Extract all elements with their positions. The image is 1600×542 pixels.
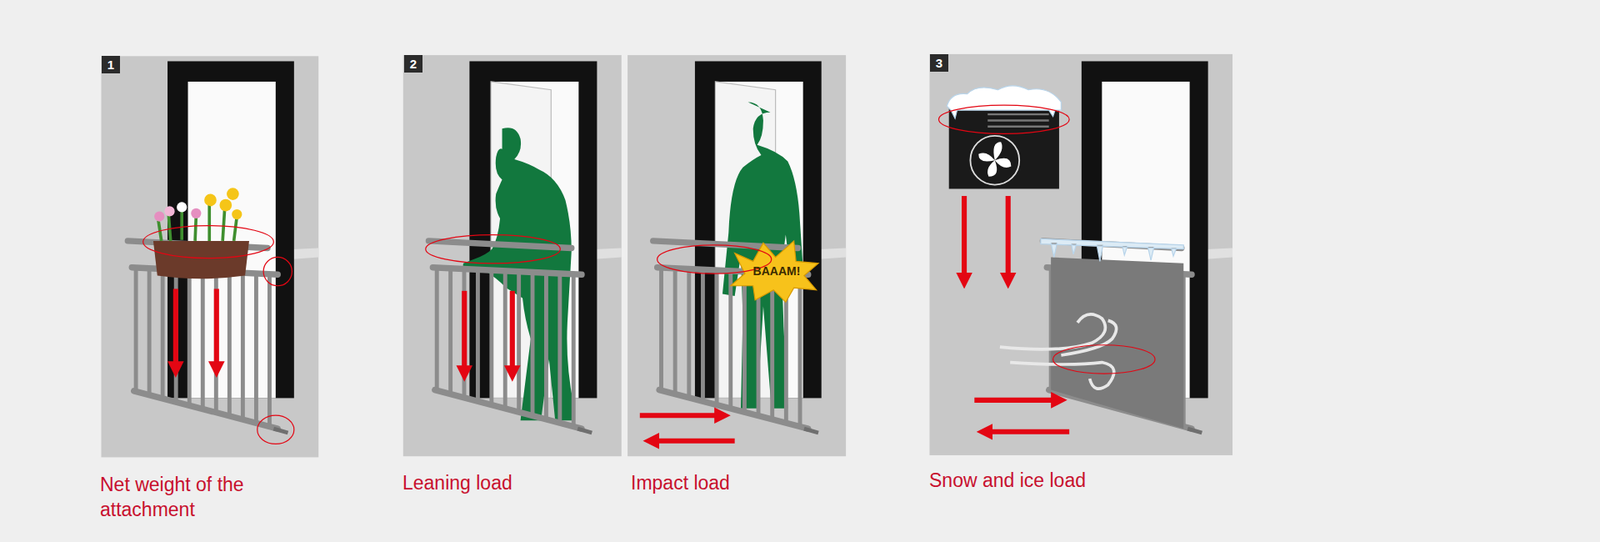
panel-caption: Leaning load	[402, 470, 513, 496]
flower-box	[153, 187, 250, 279]
wind-swirl	[1000, 314, 1117, 389]
panel-caption: Snow and ice load	[929, 468, 1086, 494]
panel-3	[929, 54, 1233, 455]
panel-1	[100, 55, 319, 457]
panel-number: 1	[101, 55, 120, 74]
panel-2-leaning	[403, 55, 622, 456]
panel-number: 2	[404, 55, 423, 73]
ac-unit	[946, 85, 1061, 190]
panel-caption: Impact load	[630, 470, 730, 496]
railing	[1042, 240, 1202, 433]
privacy-screen	[1050, 256, 1184, 429]
railing	[653, 240, 819, 433]
impact-sound: BAAAM!	[753, 264, 801, 278]
railing	[428, 240, 592, 433]
panel-number: 3	[930, 54, 949, 72]
panel-2-impact	[627, 55, 846, 456]
panel-caption: Net weight of the attachment	[100, 472, 309, 523]
ice	[1040, 238, 1184, 261]
